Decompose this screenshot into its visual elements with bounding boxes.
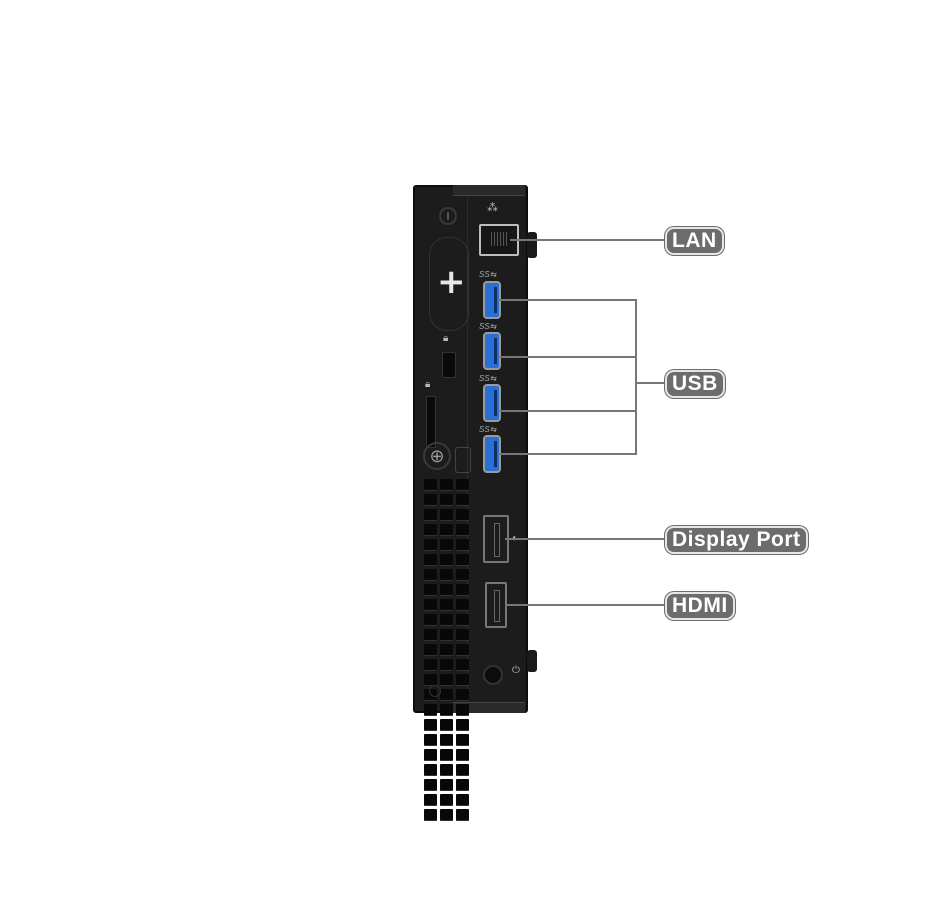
rubber-foot [429,685,441,697]
lan-label: LAN [665,227,724,255]
network-icon: ⁂ [487,202,498,214]
displayport-leader-line [505,538,665,540]
usb-label: USB [665,370,725,398]
power-jack [483,665,503,685]
cable-clip [429,237,469,331]
displayport-label: Display Port [665,526,808,554]
lan-port [479,224,519,256]
security-slot [442,352,456,378]
hdmi-leader-line [505,604,665,606]
lan-leader-line [510,239,665,241]
usb-leader-line-4 [498,453,636,455]
hdmi-label: HDMI [665,592,735,620]
thumbscrew-icon: ⊕ [423,442,451,470]
power-button-icon [439,207,457,225]
chassis-knob-bottom [527,650,537,672]
lock-icon: 🔒︎ [443,333,449,344]
power-plug-icon: ⏻ [512,665,520,676]
usb-port-2 [483,332,501,370]
cable-holder [455,447,471,473]
usb-bracket [635,299,637,455]
panel-divider [467,197,468,705]
padlock-loop [426,396,436,448]
plus-icon: + [437,262,466,302]
usb-ss-marking: SS⇆ [479,374,497,383]
vent-grill [424,479,469,821]
bottom-notch [453,702,525,713]
usb-leader-line-1 [498,299,636,301]
chassis-knob-top [527,232,537,258]
top-notch [453,185,525,196]
mini-pc-rear-panel: + 🔒︎ 🔒︎ ⊕ ⁂ SS⇆ SS⇆ SS⇆ SS⇆ ◐ ⏻ [413,185,528,821]
usb-ss-marking: SS⇆ [479,425,497,434]
usb-ss-marking: SS⇆ [479,270,497,279]
hdmi-port [485,582,507,628]
usb-leader-line-3 [498,410,636,412]
usb-port-3 [483,384,501,422]
usb-ss-marking: SS⇆ [479,322,497,331]
padlock-icon: 🔒︎ [425,379,431,390]
usb-leader-line-2 [498,356,636,358]
usb-bracket-stem [635,382,665,384]
